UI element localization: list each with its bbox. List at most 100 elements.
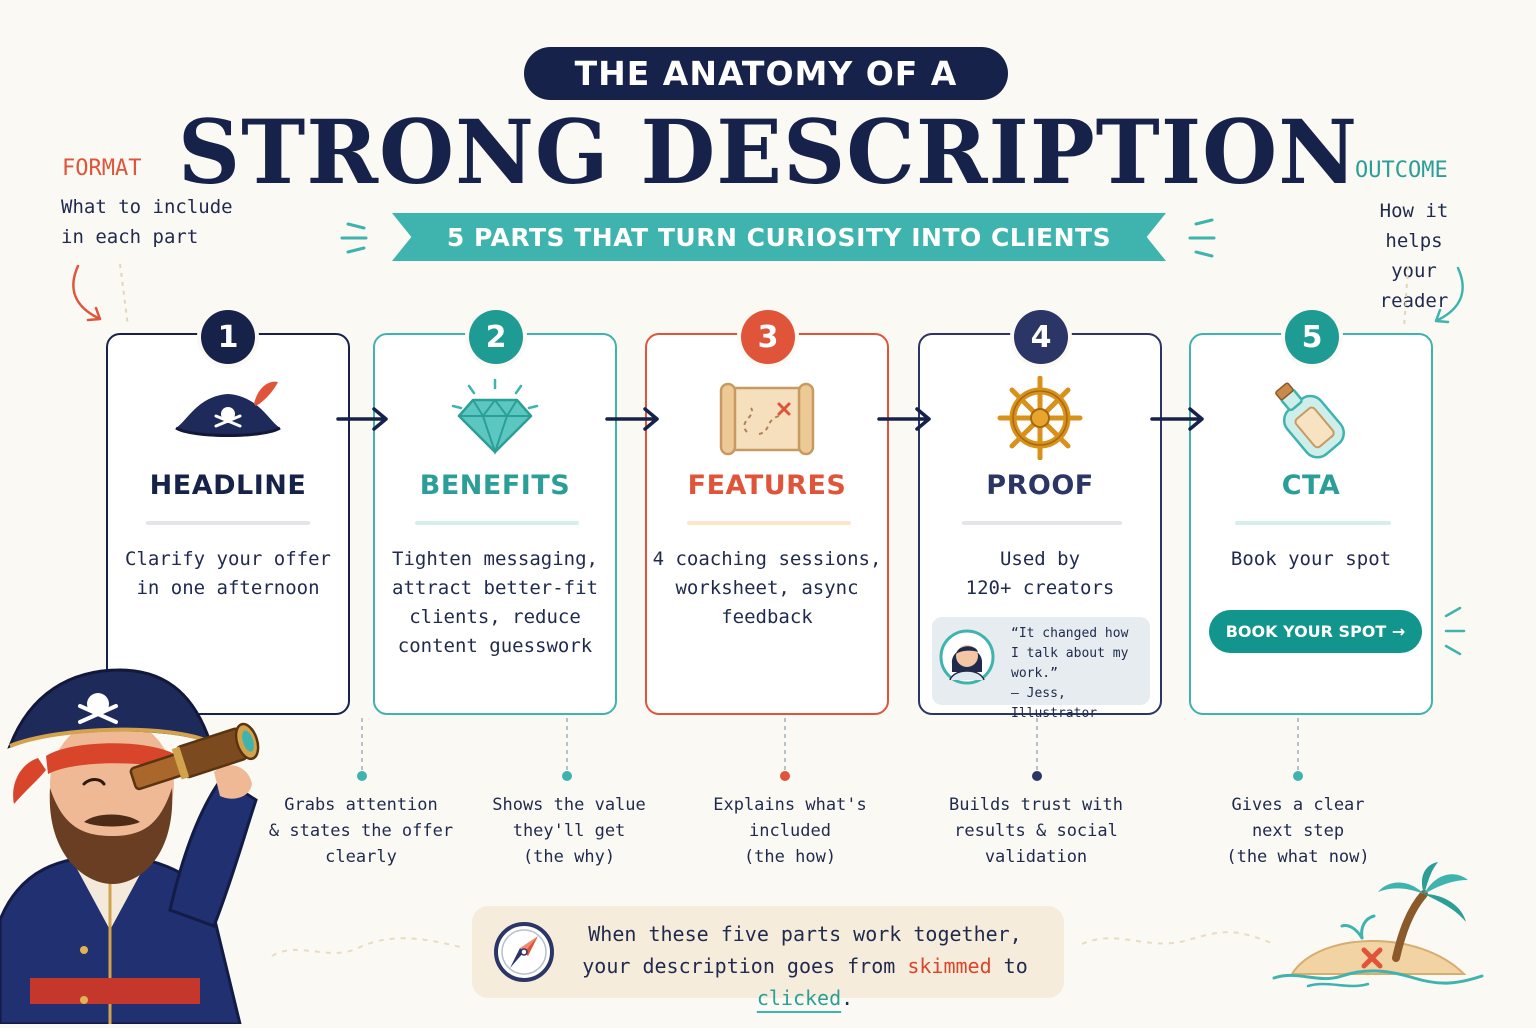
- summary-text: When these five parts work together, you…: [560, 918, 1050, 1014]
- card-body-headline: Clarify your offer in one afternoon: [106, 545, 350, 603]
- highlight-skimmed: skimmed: [907, 954, 992, 978]
- step-badge-3: 3: [741, 310, 795, 364]
- compass-icon: [492, 920, 556, 988]
- caption-line: results & social: [954, 821, 1118, 841]
- connector-2: [562, 718, 572, 781]
- ribbon-dashes-left: [340, 222, 368, 254]
- card-divider: [687, 521, 851, 525]
- caption-line: (the how): [743, 847, 837, 867]
- format-line: in each part: [61, 226, 199, 248]
- card-body-line: 4 coaching sessions,: [652, 548, 882, 570]
- pirate-with-spyglass-illustration: [0, 660, 290, 1028]
- caption-benefits: Shows the value they'll get (the why): [454, 792, 684, 870]
- card-body-line: 120+ creators: [965, 577, 1115, 599]
- summary-fragment: to: [991, 954, 1028, 978]
- card-divider: [146, 521, 310, 525]
- card-body-line: in one afternoon: [136, 577, 320, 599]
- card-body-line: content guesswork: [397, 635, 593, 657]
- card-body-line: worksheet, async: [675, 577, 859, 599]
- format-description: What to include in each part: [61, 192, 233, 252]
- quote-line: I talk about my: [1011, 646, 1129, 661]
- summary-line: When these five parts work together,: [588, 922, 1022, 946]
- caption-features: Explains what's included (the how): [675, 792, 905, 870]
- connector-4: [1032, 718, 1042, 781]
- card-title-proof: PROOF: [986, 470, 1094, 501]
- page-title: STRONG DESCRIPTION: [177, 100, 1359, 204]
- format-line: What to include: [61, 196, 233, 218]
- pirate-hat-icon: [106, 376, 350, 460]
- step-badge-2: 2: [469, 310, 523, 364]
- caption-headline: Grabs attention & states the offer clear…: [246, 792, 476, 870]
- format-label: FORMAT: [62, 156, 142, 181]
- card-body-line: Used by: [999, 548, 1081, 570]
- card-title-features: FEATURES: [687, 470, 847, 501]
- caption-line: validation: [984, 847, 1088, 867]
- card-title-cta: CTA: [1281, 470, 1341, 501]
- header-kicker: THE ANATOMY OF A: [524, 47, 1008, 100]
- caption-line: (the why): [522, 847, 616, 867]
- card-title-benefits: BENEFITS: [419, 470, 571, 501]
- step-badge-1: 1: [201, 310, 255, 364]
- treasure-island-illustration: [1268, 862, 1488, 996]
- book-your-spot-button[interactable]: BOOK YOUR SPOT →: [1209, 610, 1422, 653]
- card-divider: [415, 521, 579, 525]
- cta-sparkle-dashes: [1444, 606, 1466, 656]
- quote-line: work.”: [1011, 666, 1058, 681]
- arrow-right-icon: [1150, 407, 1204, 431]
- caption-line: they'll get: [512, 821, 626, 841]
- subtitle-ribbon: 5 PARTS THAT TURN CURIOSITY INTO CLIENTS: [392, 213, 1166, 261]
- caption-line: Explains what's: [713, 795, 867, 815]
- outcome-line: your reader: [1379, 260, 1449, 312]
- connector-5: [1293, 718, 1303, 781]
- card-divider: [962, 521, 1122, 525]
- summary-banner: [472, 906, 1064, 998]
- caption-line: & states the offer: [268, 821, 454, 841]
- card-body-cta: Book your spot: [1189, 545, 1433, 574]
- quote-line: “It changed how: [1011, 626, 1129, 641]
- card-body-line: Book your spot: [1230, 548, 1392, 570]
- card-body-line: feedback: [721, 606, 813, 628]
- arrow-right-icon: [605, 407, 659, 431]
- card-body-benefits: Tighten messaging, attract better-fit cl…: [373, 545, 617, 661]
- caption-line: next step: [1251, 821, 1345, 841]
- highlight-clicked: clicked: [756, 986, 842, 1010]
- connector-3: [780, 718, 790, 781]
- caption-line: Grabs attention: [284, 795, 438, 815]
- step-badge-4: 4: [1014, 310, 1068, 364]
- wave-left-decoration: [271, 937, 465, 957]
- summary-fragment: your description goes from: [582, 954, 908, 978]
- caption-line: included: [749, 821, 831, 841]
- diamond-icon: [373, 376, 617, 460]
- card-title-headline: HEADLINE: [149, 470, 307, 501]
- testimonial-quote: “It changed how I talk about my work.” –…: [1011, 624, 1147, 724]
- caption-line: (the what now): [1226, 847, 1370, 867]
- message-bottle-icon: [1189, 376, 1433, 460]
- caption-line: Shows the value: [492, 795, 646, 815]
- ship-wheel-icon: [918, 376, 1162, 460]
- ribbon-dashes-right: [1188, 218, 1216, 258]
- card-body-features: 4 coaching sessions, worksheet, async fe…: [645, 545, 889, 632]
- wave-right-decoration: [1081, 931, 1275, 945]
- treasure-map-icon: [645, 376, 889, 460]
- arrow-right-icon: [336, 407, 388, 431]
- caption-proof: Builds trust with results & social valid…: [921, 792, 1151, 870]
- format-arrow-icon: [72, 263, 129, 327]
- card-body-line: Clarify your offer: [125, 548, 331, 570]
- outcome-arrow-icon: [1403, 265, 1464, 329]
- connector-1: [357, 718, 367, 781]
- avatar: [938, 628, 996, 690]
- outcome-label: OUTCOME: [1355, 158, 1448, 183]
- card-body-line: clients, reduce: [409, 606, 581, 628]
- summary-fragment: .: [841, 986, 854, 1010]
- caption-line: clearly: [325, 847, 397, 867]
- card-divider: [1235, 521, 1391, 525]
- caption-line: Builds trust with: [949, 795, 1123, 815]
- card-body-line: Tighten messaging,: [392, 548, 598, 570]
- card-body-proof: Used by 120+ creators: [918, 545, 1162, 603]
- summary-line: your description goes from skimmed to cl…: [560, 950, 1050, 1014]
- outcome-line: How it helps: [1379, 200, 1449, 252]
- card-body-line: attract better-fit: [392, 577, 598, 599]
- outcome-description: How it helps your reader: [1352, 196, 1476, 316]
- caption-line: Gives a clear: [1231, 795, 1365, 815]
- testimonial-author: – Jess, Illustrator: [1011, 686, 1098, 721]
